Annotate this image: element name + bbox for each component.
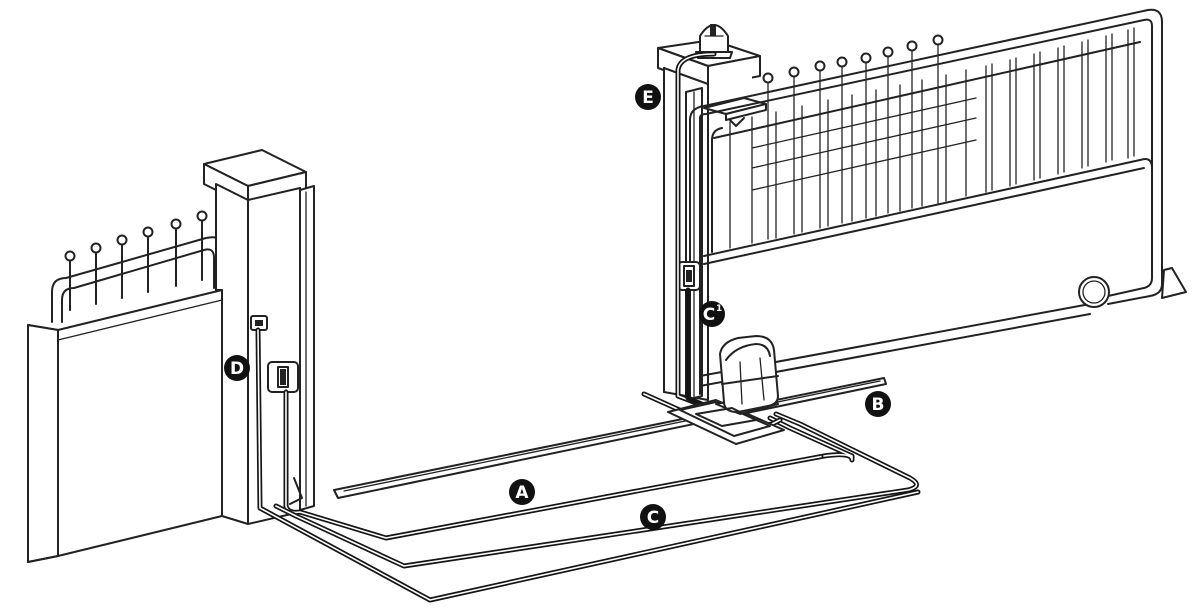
gate-stop [1161, 267, 1187, 299]
label-e-text: E [642, 88, 654, 108]
label-a-text: A [515, 483, 529, 503]
guide-rail [333, 377, 887, 499]
label-c: C [640, 504, 666, 530]
label-c1-text: C [703, 305, 715, 325]
label-a: A [509, 479, 535, 505]
sliding-gate [689, 8, 1187, 397]
left-railing [51, 210, 225, 323]
left-wall [27, 149, 315, 563]
label-e: E [635, 84, 661, 110]
gate-wheel [1078, 276, 1110, 308]
label-d-text: D [230, 359, 244, 379]
label-d: D [224, 355, 250, 381]
label-c-text: C [647, 508, 659, 528]
gate-finials [762, 34, 944, 84]
photocell-left [267, 361, 299, 393]
cables [255, 51, 921, 603]
photocell-right [677, 261, 701, 291]
label-c1: C 1 [699, 301, 725, 327]
label-b-text: B [872, 395, 885, 415]
gate-bars [729, 27, 1135, 249]
label-c1-sup: 1 [716, 304, 722, 314]
gate-motor [667, 335, 785, 445]
label-b: B [865, 391, 891, 417]
